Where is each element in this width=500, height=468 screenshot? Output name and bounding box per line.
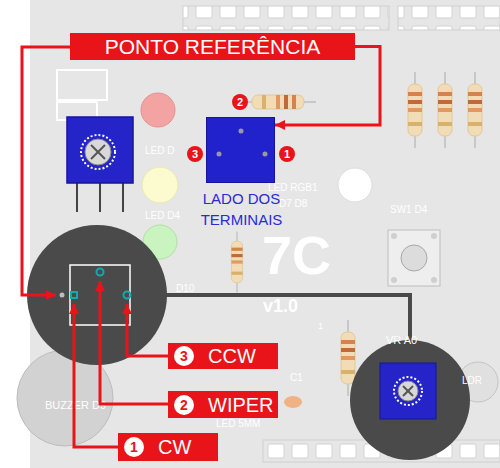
push-button bbox=[388, 230, 440, 286]
circle-shape bbox=[279, 146, 295, 162]
circle-shape bbox=[187, 146, 203, 162]
led-label: LED 5MM bbox=[216, 419, 260, 429]
pin-header bbox=[183, 6, 389, 30]
callout-number: 3 bbox=[187, 146, 203, 162]
silkscreen-outline bbox=[57, 70, 107, 100]
node-text: 2 bbox=[174, 395, 194, 415]
node-text: 1 bbox=[124, 437, 144, 457]
reference-box: PONTO REFERÊNCIA bbox=[70, 33, 355, 60]
leader-line bbox=[100, 281, 168, 404]
pin-header bbox=[398, 6, 500, 30]
node-text: PONTO REFERÊNCIA bbox=[70, 33, 355, 60]
capacitor bbox=[284, 396, 302, 408]
led-label: D10 bbox=[176, 284, 194, 294]
node-text: WIPER bbox=[208, 391, 274, 418]
terminal-dots bbox=[217, 129, 268, 157]
version-label: v1.0 bbox=[263, 297, 298, 315]
callout-box: CW 1 bbox=[118, 433, 218, 461]
brand-logo: 7C bbox=[262, 228, 331, 282]
led-rgb bbox=[338, 168, 372, 202]
circle-shape bbox=[124, 437, 144, 457]
circle-shape bbox=[232, 94, 248, 110]
leader-line bbox=[74, 304, 118, 447]
capacitor-label: C1 bbox=[290, 373, 303, 383]
switch-label: SW1 D4 bbox=[390, 205, 427, 215]
node-text: CCW bbox=[208, 343, 256, 369]
node-text: 3 bbox=[174, 346, 194, 366]
callout-number: 3 bbox=[174, 346, 194, 366]
reference-arrow bbox=[275, 47, 380, 126]
callout-box: CCW 3 bbox=[168, 343, 278, 369]
led-yellow bbox=[142, 167, 178, 203]
node-text: 2 bbox=[232, 94, 248, 110]
zoom-link bbox=[165, 295, 410, 345]
pin-label: D7 D8 bbox=[279, 199, 307, 209]
callout-number: 1 bbox=[279, 146, 295, 162]
zoom-circle bbox=[350, 340, 470, 460]
sensor-label: LDR bbox=[462, 376, 482, 386]
node-text: 3 bbox=[187, 146, 203, 162]
led-label: LED D bbox=[145, 146, 174, 156]
leader-line bbox=[127, 304, 168, 356]
buzzer-label: BUZZER D9 bbox=[45, 400, 106, 411]
leader-line bbox=[22, 47, 70, 295]
callout-number: 1 bbox=[124, 437, 144, 457]
node-text: CW bbox=[158, 433, 191, 461]
potentiometer-symbol bbox=[67, 117, 133, 212]
callout-number: 2 bbox=[174, 395, 194, 415]
zoom-circle bbox=[27, 225, 167, 365]
node-text: 1 bbox=[279, 146, 295, 162]
led-label: LED D4 bbox=[145, 211, 180, 221]
led-red bbox=[141, 93, 175, 127]
potentiometer-box: LADO DOS TERMINAIS bbox=[206, 117, 275, 183]
pin-label: 1 bbox=[318, 322, 323, 331]
callout-number: 2 bbox=[232, 94, 248, 110]
circle-shape bbox=[174, 395, 194, 415]
callout-box: WIPER 2 bbox=[168, 391, 278, 418]
node-text: LADO DOS TERMINAIS bbox=[186, 188, 297, 230]
potentiometer-label: VR A0 bbox=[386, 335, 417, 346]
circle-shape bbox=[174, 346, 194, 366]
